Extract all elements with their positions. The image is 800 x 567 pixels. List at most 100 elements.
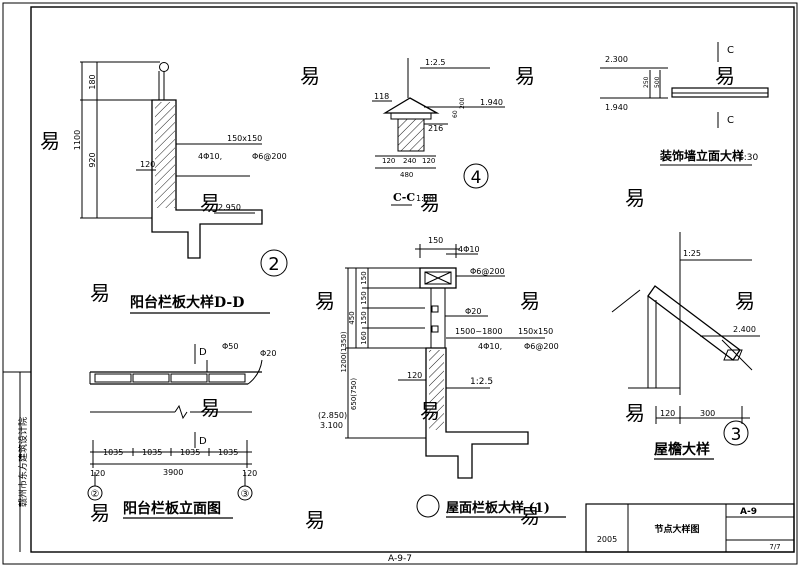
elev-cut-bottom: D: [199, 436, 207, 447]
watermark-mark: 易: [40, 129, 60, 153]
watermark-mark: 易: [200, 396, 220, 420]
cc-index: 4: [463, 163, 489, 189]
cc-60: 60: [452, 110, 459, 118]
watermark-mark: 易: [735, 289, 755, 313]
tb-title: 节点大样图: [654, 523, 699, 535]
rp-lower: 650(750): [350, 378, 358, 410]
rp-top-150: 150: [428, 236, 443, 245]
rp-left-120: 120: [407, 371, 422, 380]
rp-v4: 160: [360, 331, 368, 344]
rp-bar20: Φ20: [465, 307, 481, 316]
detail-2-index: 2: [260, 249, 288, 277]
axis-marker-2: ②: [87, 485, 103, 501]
deco-scale: 1:30: [738, 153, 758, 163]
title-block: [585, 503, 795, 553]
cc-total: 480: [400, 171, 413, 179]
elev-dim-2: 1035: [142, 448, 162, 457]
tb-page: 7/7: [769, 543, 780, 551]
cc-b1: 120: [382, 157, 395, 165]
tb-year: 2005: [597, 535, 617, 544]
rp-elev2: 3.100: [320, 421, 343, 430]
watermark-mark: 易: [200, 191, 220, 215]
elev-pipe: Φ50: [222, 342, 238, 351]
dim-1100: 1100: [73, 130, 82, 150]
elev-end-2: 120: [242, 469, 257, 478]
rp-v1: 150: [360, 271, 368, 284]
dim-120: 120: [140, 160, 155, 169]
elev-cut-top: D: [199, 347, 207, 358]
elev-end-1: 120: [90, 469, 105, 478]
cc-216: 216: [428, 124, 443, 133]
rp-v3: 150: [360, 311, 368, 324]
watermark-mark: 易: [420, 191, 440, 215]
deco-cut-bottom: C: [727, 115, 734, 126]
eaves-slope: 1:25: [683, 249, 701, 258]
rp-v2: 150: [360, 291, 368, 304]
note-section: 150x150: [227, 134, 262, 143]
watermark-mark: 易: [625, 401, 645, 425]
watermark-mark: 易: [625, 186, 645, 210]
svg-text:3: 3: [731, 425, 742, 445]
rp-total: 1200(1350): [340, 331, 348, 372]
watermark-mark: 易: [305, 508, 325, 532]
deco-dim-a: 250: [643, 76, 650, 88]
axis-marker-3: ③: [237, 485, 253, 501]
cc-title: C-C: [393, 191, 415, 204]
watermark-mark: 易: [520, 289, 540, 313]
svg-text:②: ②: [91, 489, 100, 500]
eaves-dim-b: 300: [700, 409, 715, 418]
dim-180: 180: [88, 74, 97, 89]
parapet-elevation: [89, 344, 263, 486]
bottom-code: A-9-7: [388, 554, 412, 564]
rp-bars2: 4Φ10,: [478, 342, 502, 351]
detail-2-title: 阳台栏板大样D-D: [130, 294, 244, 311]
rp-elev1: (2.850): [318, 411, 347, 420]
rp-section: 150x150: [518, 327, 553, 336]
cc-elev: 1.940: [480, 98, 503, 107]
elev-dim-3: 1035: [180, 448, 200, 457]
rp-bars1: 4Φ10: [458, 245, 480, 254]
watermark-layer: 易 易 易 易 易 易 易 易 易 易 易 易 易 易 易 易 易: [40, 64, 755, 532]
deco-elev-bot: 1.940: [605, 103, 628, 112]
svg-text:4: 4: [471, 168, 482, 188]
elev-total: 3900: [163, 468, 183, 477]
cc-slope: 1:2.5: [425, 58, 446, 67]
svg-text:③: ③: [241, 489, 250, 500]
rp-group: 450: [348, 311, 356, 324]
eaves-elev: 2.400: [733, 325, 756, 334]
parapet-hatch: [155, 102, 175, 208]
tb-drawing-no: A-9: [740, 507, 757, 517]
rp-slope: 1:2.5: [470, 377, 493, 387]
cc-b2: 240: [403, 157, 416, 165]
elev-bar: Φ20: [260, 349, 276, 358]
note-bars: 4Φ10,: [198, 152, 222, 161]
section-cc: [372, 58, 505, 169]
cc-b3: 120: [422, 157, 435, 165]
deco-wall-elevation: [600, 42, 769, 128]
detail-2-section: [80, 61, 263, 259]
elev-dim-1: 1035: [103, 448, 123, 457]
rp-index: [416, 494, 440, 518]
note-stirrup: Φ6@200: [252, 152, 287, 161]
rp-spacing: 1500~1800: [455, 327, 502, 336]
watermark-mark: 易: [300, 64, 320, 88]
eaves-dim-a: 120: [660, 409, 675, 418]
svg-text:2: 2: [268, 254, 279, 275]
dim-920: 920: [88, 152, 97, 167]
watermark-mark: 易: [90, 501, 110, 525]
eaves-section: [611, 232, 760, 424]
note-elev: 2.950: [218, 203, 241, 212]
eaves-title: 屋檐大样: [654, 441, 710, 458]
rp-stir2: Φ6@200: [524, 342, 559, 351]
roof-parapet-section: [345, 244, 545, 479]
watermark-mark: 易: [515, 64, 535, 88]
watermark-mark: 易: [315, 289, 335, 313]
deco-dim-b: 500: [654, 76, 661, 88]
cc-scale: 1:30: [416, 194, 434, 203]
elev-dim-4: 1035: [218, 448, 238, 457]
roof-parapet-title: 屋面栏板大样 (1): [446, 500, 550, 516]
rp-stir1: Φ6@200: [470, 267, 505, 276]
deco-elev-top: 2.300: [605, 55, 628, 64]
